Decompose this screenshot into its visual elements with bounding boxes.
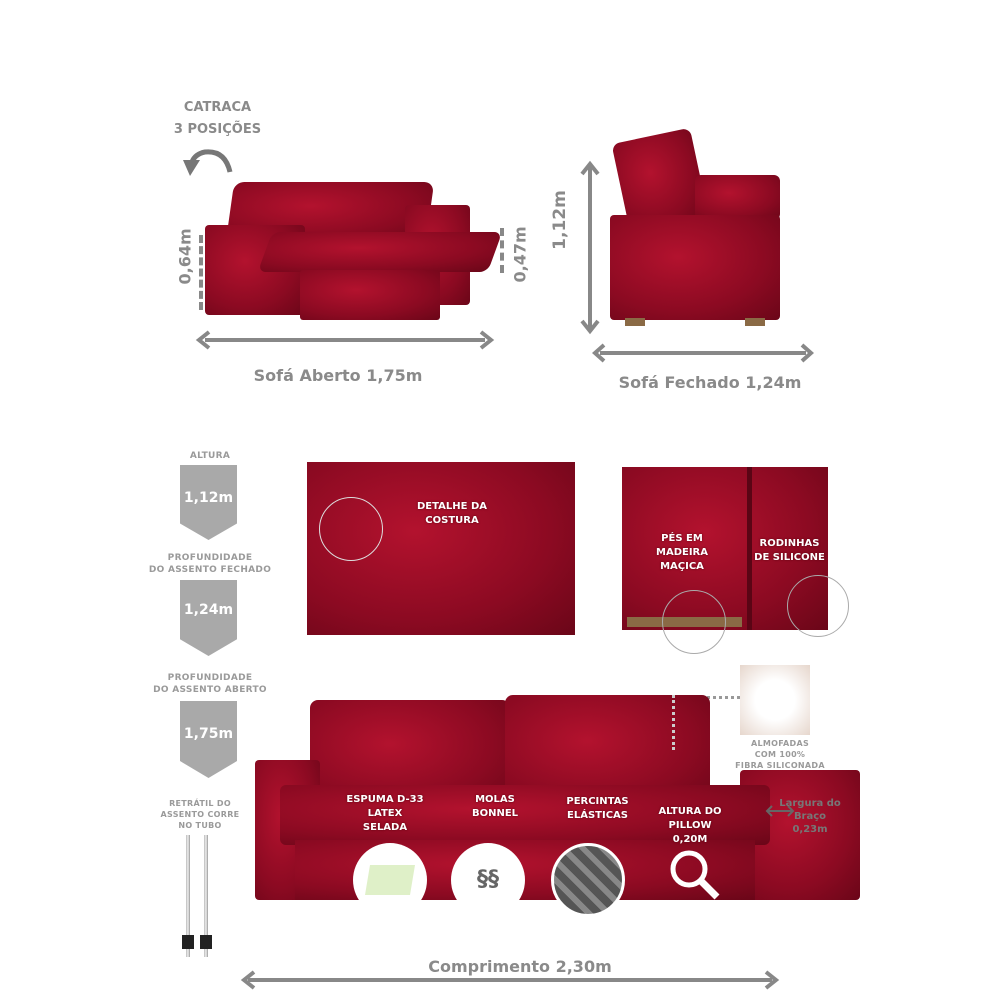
fiber-label: ALMOFADAS COM 100% FIBRA SILICONADA xyxy=(725,738,835,771)
straps-line2: ELÁSTICAS xyxy=(567,810,628,821)
springs-line1: MOLAS xyxy=(475,794,515,805)
length-arrow-icon xyxy=(240,970,780,990)
tube-image xyxy=(180,835,215,960)
seat-height-dash-line xyxy=(500,228,504,273)
arm-line3: 0,23m xyxy=(792,824,828,835)
tube-line2: ASSENTO CORRE xyxy=(160,810,240,819)
spec-closed-depth-value: 1,24m xyxy=(183,602,234,618)
closed-caption: Sofá Fechado 1,24m xyxy=(618,373,802,392)
spec-open-line1: PROFUNDIDADE xyxy=(167,673,253,683)
catraca-label: CATRACA 3 POSIÇÕES xyxy=(160,97,275,141)
feet-highlight-circle xyxy=(662,590,726,654)
tube-label: RETRÁTIL DO ASSENTO CORRE NO TUBO xyxy=(145,798,255,831)
stitch-line2: COSTURA xyxy=(425,515,479,526)
spec-closed-line2: DO ASSENTO FECHADO xyxy=(148,565,272,575)
foam-label: ESPUMA D-33 LATEX SELADA xyxy=(340,793,430,835)
stitch-label: DETALHE DA COSTURA xyxy=(402,500,502,528)
arm-line1: Largura do xyxy=(779,798,841,809)
arm-line2: Braço xyxy=(793,811,827,822)
tube-line3: NO TUBO xyxy=(178,821,222,830)
spec-open-depth-value: 1,75m xyxy=(183,726,234,742)
open-caption: Sofá Aberto 1,75m xyxy=(253,366,423,385)
closed-height-label: 1,12m xyxy=(550,190,570,250)
spec-height-badge: 1,12m xyxy=(180,465,237,540)
spec-closed-depth-badge: 1,24m xyxy=(180,580,237,656)
arm-width-arrow-icon xyxy=(765,805,795,817)
stitch-highlight-circle xyxy=(319,497,383,561)
tube-line1: RETRÁTIL DO xyxy=(169,799,231,808)
wheels-line1: RODINHAS xyxy=(759,538,820,549)
length-caption: Comprimento 2,30m xyxy=(428,957,612,976)
spec-height-value: 1,12m xyxy=(183,490,234,506)
foam-line2: LATEX xyxy=(367,808,403,819)
spec-height-label: ALTURA xyxy=(189,451,231,461)
feet-line2: MADEIRA xyxy=(656,547,708,558)
spec-open-depth-badge: 1,75m xyxy=(180,701,237,778)
wheels-label: RODINHAS DE SILICONE xyxy=(747,537,832,565)
stitch-line1: DETALHE DA xyxy=(416,501,487,512)
feet-label: PÉS EM MADEIRA MAÇICA xyxy=(647,532,717,574)
foam-line1: ESPUMA D-33 xyxy=(346,794,424,805)
open-height-label: 0,64m xyxy=(175,228,195,285)
straps-line1: PERCINTAS xyxy=(566,796,629,807)
wheels-line2: DE SILICONE xyxy=(754,552,825,563)
open-width-arrow-icon xyxy=(195,330,495,350)
spec-open-depth-label: PROFUNDIDADE DO ASSENTO ABERTO xyxy=(140,672,280,696)
spec-closed-line1: PROFUNDIDADE xyxy=(167,553,253,563)
foam-icon xyxy=(353,843,427,917)
feet-line1: PÉS EM xyxy=(661,533,703,544)
closed-sofa-image xyxy=(605,127,790,330)
feet-line3: MAÇICA xyxy=(660,561,704,572)
stitch-detail-photo: DETALHE DA COSTURA xyxy=(307,462,575,635)
arm-width-label: Largura do Braço 0,23m xyxy=(770,797,850,836)
rotate-arrow-icon xyxy=(183,149,233,176)
foam-line3: SELADA xyxy=(362,822,408,833)
seat-height-label: 0,47m xyxy=(510,226,530,283)
fiber-line1: ALMOFADAS xyxy=(750,739,810,748)
height-dash-line xyxy=(199,235,203,310)
open-sofa-image xyxy=(205,170,503,320)
magnifier-icon xyxy=(670,850,720,900)
catraca-line1: CATRACA xyxy=(183,100,252,115)
fiber-line3: FIBRA SILICONADA xyxy=(735,761,825,770)
fiber-photo xyxy=(740,665,810,735)
closed-height-arrow-icon xyxy=(580,160,600,335)
pillow-line2: PILLOW xyxy=(668,820,712,831)
pillow-line1: ALTURA DO xyxy=(658,806,722,817)
elastic-straps-icon xyxy=(551,843,625,917)
springs-label: MOLAS BONNEL xyxy=(460,793,530,821)
springs-icon: §§ xyxy=(451,843,525,917)
pillow-line3: 0,20M xyxy=(672,834,708,845)
feet-wheels-photo: PÉS EM MADEIRA MAÇICA RODINHAS DE SILICO… xyxy=(622,467,849,654)
closed-width-arrow-icon xyxy=(592,343,814,363)
catraca-line2: 3 POSIÇÕES xyxy=(173,122,262,137)
spec-open-line2: DO ASSENTO ABERTO xyxy=(153,685,267,695)
spec-closed-depth-label: PROFUNDIDADE DO ASSENTO FECHADO xyxy=(140,552,280,576)
fiber-line2: COM 100% xyxy=(754,750,806,759)
straps-label: PERCINTAS ELÁSTICAS xyxy=(550,795,645,823)
wheels-highlight-circle xyxy=(787,575,849,637)
springs-line2: BONNEL xyxy=(471,808,519,819)
pillow-label: ALTURA DO PILLOW 0,20M xyxy=(645,805,735,847)
